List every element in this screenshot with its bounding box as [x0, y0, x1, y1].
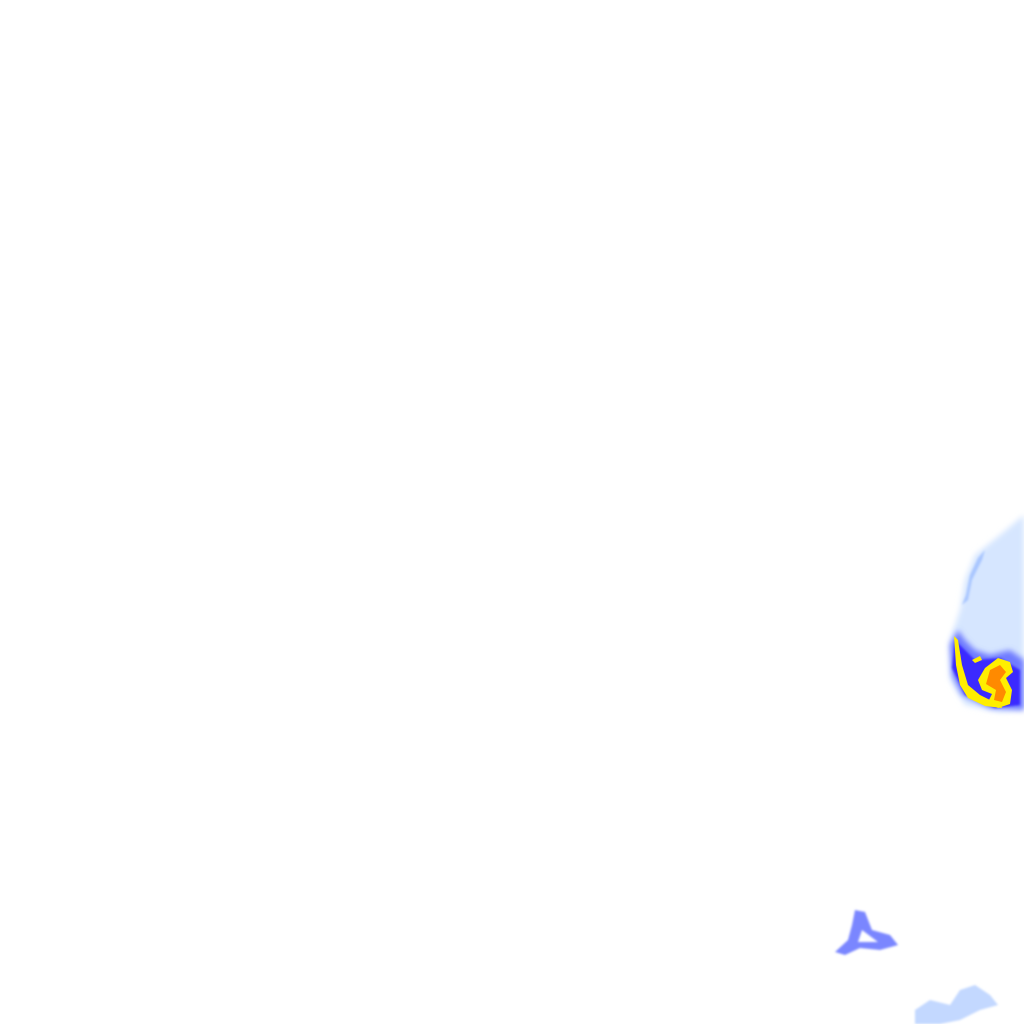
storm-cell-east — [950, 515, 1024, 712]
precip-heavy-band — [954, 636, 1002, 708]
precip-light-streak — [962, 550, 985, 605]
precip-triangle-cell — [835, 910, 898, 955]
storm-cell-south — [835, 910, 998, 1024]
precip-heavy-fragment — [972, 656, 982, 663]
precip-light-fragment — [915, 985, 998, 1024]
precip-intense-core — [986, 665, 1006, 702]
